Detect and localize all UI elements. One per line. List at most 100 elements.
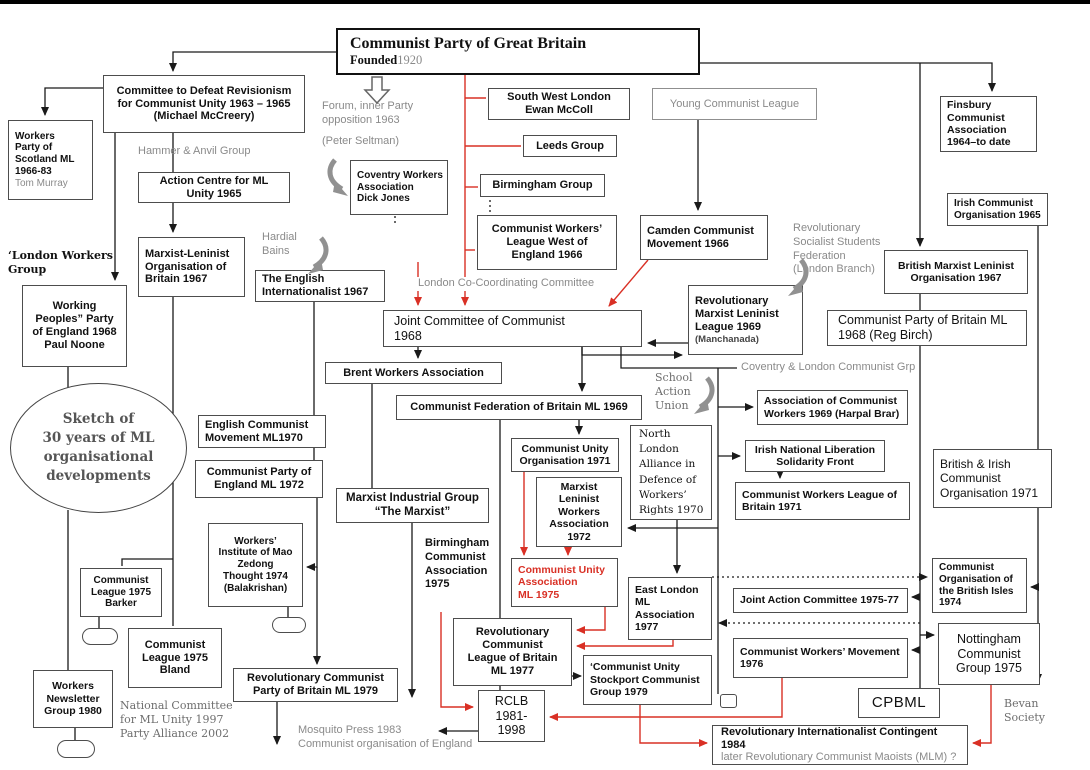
text-line: Group 1980 xyxy=(44,705,102,718)
text-line: Organisation 1971 xyxy=(940,485,1039,500)
text-line: 1976 xyxy=(740,658,764,670)
text-line: League West of xyxy=(506,236,588,249)
text-line: 1968 xyxy=(394,328,422,343)
text-line: Society xyxy=(1004,710,1045,724)
box-cpbml: CPBML xyxy=(858,688,940,718)
text-line: Organisation 1965 xyxy=(954,209,1041,221)
text-line: Communist xyxy=(947,111,1005,124)
text-line: Association xyxy=(357,181,414,193)
terminator-shape xyxy=(272,617,306,633)
text-line: Communist Workers’ Movement xyxy=(740,645,900,658)
text-line: Workers’ xyxy=(639,488,687,501)
text-line: 1964–to date xyxy=(947,136,1011,149)
box-ycl: Young Communist League xyxy=(652,88,817,120)
text-line: “The Marxist” xyxy=(374,505,451,518)
text-line: Group 1975 xyxy=(955,661,1023,676)
label-hammer: Hammer & Anvil Group xyxy=(138,145,250,159)
text-line: Revolutionary Communist xyxy=(247,672,384,685)
text-line: Movement 1966 xyxy=(647,237,729,250)
text-line: Communist Party of Great Britain xyxy=(350,34,587,52)
text-line: Stockport Communist xyxy=(590,673,700,686)
text-line: Marxist Leninist xyxy=(695,307,779,320)
text-line: ‘London Workers xyxy=(8,249,113,262)
text-line: Workers xyxy=(15,130,55,142)
curved-arrow-icon xyxy=(788,258,809,296)
text-line: South West London xyxy=(507,91,611,104)
text-line: Ewan McColl xyxy=(525,104,593,116)
text-line: Newsletter xyxy=(46,692,100,705)
text-line: Solidarity Front xyxy=(776,456,854,468)
curved-arrow-icon xyxy=(694,376,715,414)
text-line: ‘Communist Unity xyxy=(590,661,680,674)
terminator-shape xyxy=(82,628,118,645)
text-line: Communist xyxy=(940,471,1001,486)
text-line: Nottingham xyxy=(957,631,1021,646)
text-line: organisational xyxy=(43,449,154,465)
text-line: Leninist xyxy=(558,493,600,506)
box-bwa2: Brent Workers Association xyxy=(325,362,502,384)
text-line: 1966-83 xyxy=(15,165,52,177)
text-line: for ML Unity 1997 xyxy=(120,712,224,726)
curved-arrow-icon xyxy=(327,158,348,196)
text-line: Scotland ML xyxy=(15,154,75,166)
text-line: School xyxy=(655,371,693,384)
text-part: Forum xyxy=(322,100,354,112)
text-line: 1981- xyxy=(495,708,528,723)
text-line: British Marxist Leninist xyxy=(897,259,1015,272)
text-line: North xyxy=(639,427,671,440)
text-line: Movement ML1970 xyxy=(205,431,303,444)
top-border-bar xyxy=(0,0,1090,4)
text-line: Camden Communist xyxy=(647,224,754,237)
label-lcc: London Co-Coordinating Committee xyxy=(414,277,599,291)
text-line: England ML 1972 xyxy=(214,479,304,491)
text-line: (Manchanada) xyxy=(695,333,759,345)
text-part: , inner Party xyxy=(353,100,414,112)
text-line: Young Communist League xyxy=(669,97,800,110)
box-cfb: Communist Federation of Britain ML 1969 xyxy=(396,395,642,420)
text-line: The English xyxy=(262,273,325,286)
box-jac: Joint Action Committee 1975-77 xyxy=(733,588,908,613)
text-line: British & Irish xyxy=(940,457,1011,472)
text-line: Communist xyxy=(93,574,149,586)
text-line: Organisation of xyxy=(939,573,1013,585)
text-line: ML 1975 xyxy=(518,588,560,601)
box-mig: Marxist Industrial Group“The Marxist” xyxy=(336,488,489,523)
text-line: Communist xyxy=(957,646,1021,661)
text-part: 1920 xyxy=(397,53,423,68)
text-line: Birmingham Group xyxy=(492,179,593,192)
text-line: Association xyxy=(518,576,578,589)
text-line: Birmingham xyxy=(425,537,490,549)
text-line: Communist Unity xyxy=(518,563,605,576)
text-line: Communist Federation of Britain ML 1969 xyxy=(410,401,628,414)
text-line: Barker xyxy=(105,598,137,610)
text-line: Joint Action Committee 1975-77 xyxy=(740,594,899,607)
text-line: Bains xyxy=(262,244,290,257)
text-line: Communist Party of Britain ML xyxy=(838,313,1008,328)
